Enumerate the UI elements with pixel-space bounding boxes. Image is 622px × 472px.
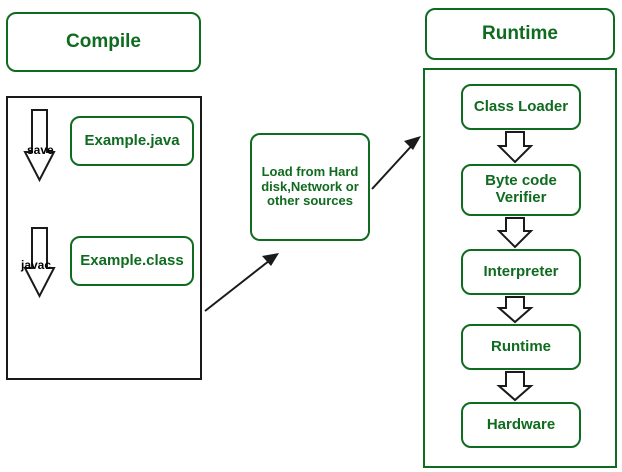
runtime-step-label: Interpreter xyxy=(483,262,559,280)
compile-header-label: Compile xyxy=(66,31,141,53)
runtime-header-box: Runtime xyxy=(425,8,615,60)
runtime-header-label: Runtime xyxy=(482,23,558,45)
save-arrow-label: save xyxy=(27,143,54,157)
runtime-step-label: Runtime xyxy=(491,337,551,355)
runtime-step-interpreter: Interpreter xyxy=(461,249,581,295)
compile-header-box: Compile xyxy=(6,12,201,72)
runtime-step-label: Hardware xyxy=(486,415,556,433)
javac-arrow-label: javac xyxy=(21,258,52,272)
runtime-step-label: Byte code Verifier xyxy=(485,172,557,206)
runtime-step-class-loader: Class Loader xyxy=(461,84,581,130)
example-class-label: Example.class xyxy=(80,251,184,269)
loader-note-box: Load from Hard disk,Network or other sou… xyxy=(250,133,370,241)
runtime-step-byte-code-verifier: Byte code Verifier xyxy=(461,164,581,216)
runtime-step-label: Class Loader xyxy=(473,97,569,115)
loader-to-runtime-arrow xyxy=(371,136,421,190)
compile-to-loader-arrow xyxy=(204,253,279,312)
runtime-step-runtime: Runtime xyxy=(461,324,581,370)
example-java-box: Example.java xyxy=(70,116,194,166)
loader-note-label: Load from Hard disk,Network or other sou… xyxy=(261,164,359,209)
example-class-box: Example.class xyxy=(70,236,194,286)
example-java-label: Example.java xyxy=(84,131,180,149)
runtime-step-hardware: Hardware xyxy=(461,402,581,448)
